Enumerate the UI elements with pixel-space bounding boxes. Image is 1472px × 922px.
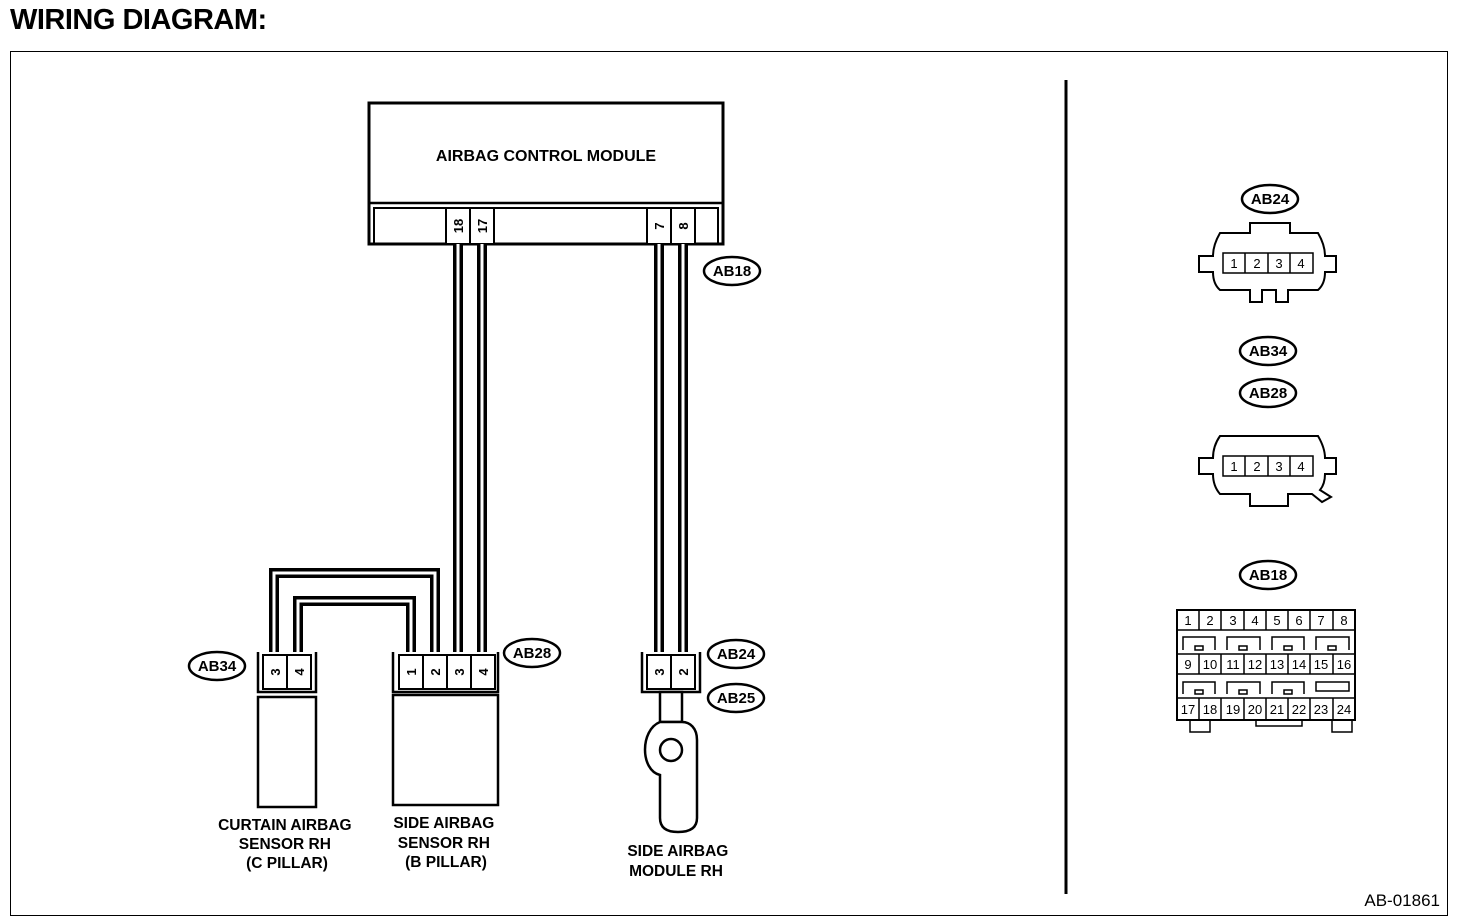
module-pin-7: 7 xyxy=(652,222,667,229)
connector-ab18-label: AB18 xyxy=(702,255,762,287)
svg-text:8: 8 xyxy=(1340,613,1347,628)
side-sensor-pin-2: 2 xyxy=(428,668,443,675)
svg-text:13: 13 xyxy=(1270,657,1284,672)
svg-text:3: 3 xyxy=(1275,256,1282,271)
svg-text:15: 15 xyxy=(1314,657,1328,672)
page-title: WIRING DIAGRAM: xyxy=(10,4,267,36)
side-module-pin-2: 2 xyxy=(676,668,691,675)
svg-text:11: 11 xyxy=(1226,657,1240,672)
svg-text:4: 4 xyxy=(1297,459,1304,474)
connector-view-ab18: AB18 xyxy=(1176,559,1356,733)
svg-text:AB24: AB24 xyxy=(1251,191,1290,208)
svg-text:1: 1 xyxy=(1184,613,1191,628)
svg-text:6: 6 xyxy=(1295,613,1302,628)
side-airbag-module: 3 2 SIDE AIRBAG MODULE RH xyxy=(627,652,732,880)
connector-ab25-label: AB25 xyxy=(706,682,766,714)
svg-text:21: 21 xyxy=(1270,702,1284,717)
side-sensor-pin-4: 4 xyxy=(476,668,491,676)
side-airbag-sensor: 1 2 3 4 SIDE AIRBAG SENSOR RH (B PILLAR) xyxy=(391,652,500,871)
connector-ab34-label: AB34 xyxy=(187,650,247,682)
svg-text:1: 1 xyxy=(1230,459,1237,474)
side-sensor-pin-3: 3 xyxy=(452,668,467,675)
connector-ab28-label: AB28 xyxy=(502,637,562,669)
module-pin-8: 8 xyxy=(676,222,691,229)
svg-text:22: 22 xyxy=(1292,702,1306,717)
svg-text:AB34: AB34 xyxy=(198,658,237,675)
svg-text:4: 4 xyxy=(1251,613,1258,628)
side-module-label: SIDE AIRBAG MODULE RH xyxy=(627,843,732,880)
svg-text:AB25: AB25 xyxy=(717,690,755,707)
svg-text:AB18: AB18 xyxy=(1249,567,1287,584)
curtain-pin-3: 3 xyxy=(268,668,283,675)
curtain-sensor-label: CURTAIN AIRBAG SENSOR RH (C PILLAR) xyxy=(218,817,356,872)
svg-text:2: 2 xyxy=(1253,256,1260,271)
wires xyxy=(269,244,688,652)
svg-text:2: 2 xyxy=(1253,459,1260,474)
connector-ab24-label: AB24 xyxy=(706,638,766,670)
svg-text:18: 18 xyxy=(1203,702,1217,717)
airbag-control-module: AIRBAG CONTROL MODULE 18 17 7 8 xyxy=(367,101,725,246)
svg-text:20: 20 xyxy=(1248,702,1262,717)
diagram-frame xyxy=(10,51,1448,916)
side-module-pin-3: 3 xyxy=(652,668,667,675)
svg-text:23: 23 xyxy=(1314,702,1328,717)
module-pin-18: 18 xyxy=(451,219,466,233)
svg-text:24: 24 xyxy=(1337,702,1351,717)
diagram-id: AB-01861 xyxy=(1364,891,1440,910)
svg-text:3: 3 xyxy=(1229,613,1236,628)
svg-text:7: 7 xyxy=(1317,613,1324,628)
svg-text:9: 9 xyxy=(1184,657,1191,672)
connector-view-ab24: AB24 1 2 3 4 xyxy=(1198,183,1337,303)
svg-text:4: 4 xyxy=(1297,256,1304,271)
svg-text:17: 17 xyxy=(1181,702,1195,717)
svg-text:AB24: AB24 xyxy=(717,646,756,663)
svg-text:AB28: AB28 xyxy=(513,645,551,662)
connector-view-ab28: AB34 AB28 1 2 3 4 xyxy=(1198,335,1337,507)
svg-text:AB18: AB18 xyxy=(713,263,751,280)
curtain-airbag-sensor: 3 4 CURTAIN AIRBAG SENSOR RH (C PILLAR) xyxy=(218,652,356,872)
svg-text:1: 1 xyxy=(1230,256,1237,271)
svg-text:14: 14 xyxy=(1292,657,1306,672)
svg-text:12: 12 xyxy=(1248,657,1262,672)
view-ab34-label: AB34 xyxy=(1249,343,1288,360)
svg-text:3: 3 xyxy=(1275,459,1282,474)
svg-text:19: 19 xyxy=(1226,702,1240,717)
svg-text:10: 10 xyxy=(1203,657,1217,672)
module-pin-17: 17 xyxy=(475,219,490,233)
side-sensor-label: SIDE AIRBAG SENSOR RH (B PILLAR) xyxy=(393,815,498,871)
view-ab28-label: AB28 xyxy=(1249,385,1287,402)
svg-text:5: 5 xyxy=(1273,613,1280,628)
svg-text:16: 16 xyxy=(1337,657,1351,672)
side-sensor-pin-1: 1 xyxy=(404,668,419,675)
module-label: AIRBAG CONTROL MODULE xyxy=(436,148,656,165)
svg-text:2: 2 xyxy=(1206,613,1213,628)
curtain-pin-4: 4 xyxy=(292,668,307,676)
